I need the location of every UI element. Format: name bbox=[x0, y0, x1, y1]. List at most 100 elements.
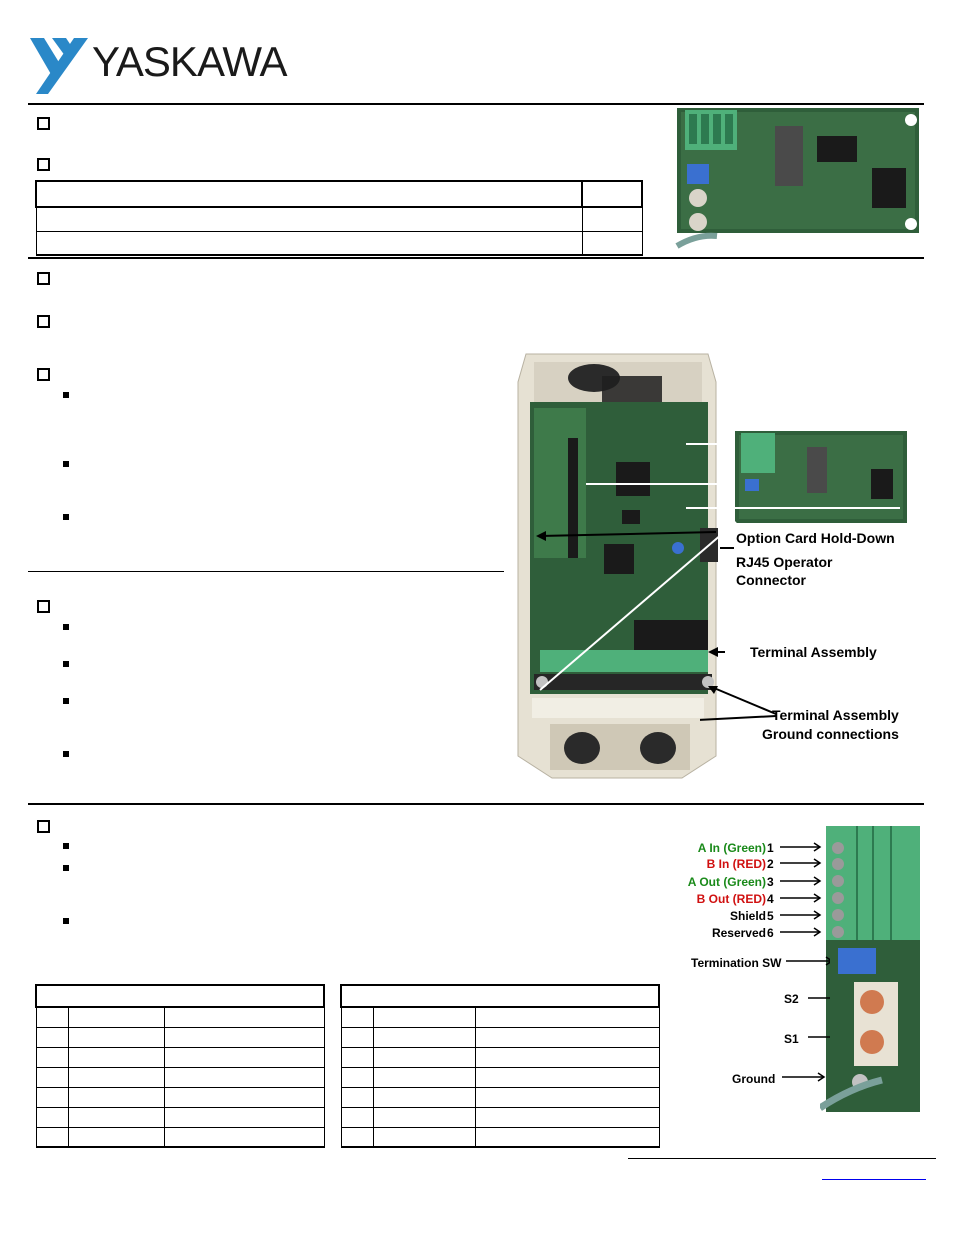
terminal-number-6: 6 bbox=[767, 926, 774, 940]
bullet-icon bbox=[63, 461, 69, 467]
table-cell bbox=[474, 1106, 660, 1128]
checkbox-icon bbox=[37, 158, 50, 171]
yaskawa-logo: YASKAWA bbox=[30, 36, 320, 94]
table-header-cell bbox=[34, 180, 584, 208]
table-cell bbox=[67, 1026, 165, 1048]
section-rule bbox=[28, 803, 924, 805]
table-cell bbox=[67, 1106, 165, 1128]
table-row bbox=[340, 1066, 660, 1088]
bullet-icon bbox=[63, 918, 69, 924]
table-cell bbox=[474, 1046, 660, 1068]
table-cell bbox=[35, 1066, 69, 1088]
switch-table-right bbox=[340, 984, 660, 1148]
bullet-icon bbox=[63, 661, 69, 667]
table-row bbox=[340, 1006, 660, 1028]
table-cell bbox=[372, 1106, 476, 1128]
table-row bbox=[35, 1006, 325, 1028]
table-cell bbox=[340, 1086, 374, 1108]
terminal-number-5: 5 bbox=[767, 909, 774, 923]
table-header-cell bbox=[163, 1006, 325, 1028]
table-cell bbox=[35, 230, 583, 256]
table-cell bbox=[340, 1026, 374, 1048]
table-cell bbox=[35, 1026, 69, 1048]
ground-callout-arrows bbox=[700, 686, 777, 721]
table-cell bbox=[35, 1106, 69, 1128]
bullet-icon bbox=[63, 624, 69, 630]
table-cell bbox=[372, 1066, 476, 1088]
callout-option-card-hold-down: Option Card Hold-Down bbox=[736, 530, 895, 546]
table-cell bbox=[340, 1066, 374, 1088]
option-card-photo bbox=[657, 106, 923, 256]
table-cell bbox=[67, 1126, 165, 1148]
table-row bbox=[340, 1126, 660, 1148]
checkbox-icon bbox=[37, 272, 50, 285]
table-row bbox=[34, 180, 643, 208]
terminal-number-2: 2 bbox=[767, 857, 774, 871]
terminal-label-a-out: A Out (Green) bbox=[687, 875, 766, 889]
table-cell bbox=[474, 1086, 660, 1108]
terminal-number-3: 3 bbox=[767, 875, 774, 889]
yaskawa-logo-text: YASKAWA bbox=[92, 38, 287, 85]
checkbox-icon bbox=[37, 368, 50, 381]
s1-label: S1 bbox=[784, 1032, 799, 1046]
table-row bbox=[35, 206, 643, 232]
table-row bbox=[340, 1046, 660, 1068]
bullet-icon bbox=[63, 865, 69, 871]
table-cell bbox=[474, 1066, 660, 1088]
checkbox-icon bbox=[37, 117, 50, 130]
table-row bbox=[35, 1066, 325, 1088]
table-row bbox=[340, 1106, 660, 1128]
terminal-number-4: 4 bbox=[767, 892, 774, 906]
table-header-cell bbox=[581, 180, 643, 208]
table-header-cell bbox=[372, 1006, 476, 1028]
table-header-cell bbox=[67, 1006, 165, 1028]
terminal-label-a-in: A In (Green) bbox=[697, 841, 766, 855]
table-cell bbox=[35, 1126, 69, 1148]
section-rule bbox=[28, 257, 924, 259]
table-cell bbox=[163, 1106, 325, 1128]
section-rule bbox=[28, 571, 504, 572]
table-row bbox=[35, 1126, 325, 1148]
checkbox-icon bbox=[37, 600, 50, 613]
terminal-label-reserved: Reserved bbox=[711, 926, 766, 940]
alignment-arrows bbox=[536, 443, 900, 691]
footer-link-underline[interactable] bbox=[822, 1179, 926, 1180]
s2-label: S2 bbox=[784, 992, 799, 1006]
table-title-cell bbox=[340, 984, 660, 1008]
table-cell bbox=[340, 1046, 374, 1068]
table-cell bbox=[67, 1046, 165, 1068]
table-header-cell bbox=[474, 1006, 660, 1028]
terminal-number-1: 1 bbox=[767, 841, 774, 855]
table-row bbox=[35, 1026, 325, 1048]
drive-photo bbox=[512, 352, 720, 780]
table-row bbox=[340, 1026, 660, 1048]
table-row bbox=[35, 230, 643, 256]
table-cell bbox=[581, 230, 643, 256]
callout-terminal-assembly: Terminal Assembly bbox=[750, 644, 877, 660]
callout-rj45-line2: Connector bbox=[736, 572, 806, 588]
terminal-arrows bbox=[780, 842, 830, 1082]
footer-rule bbox=[628, 1158, 936, 1159]
header-rule bbox=[28, 103, 924, 105]
termination-sw-label: Termination SW bbox=[691, 956, 782, 970]
table-cell bbox=[340, 1106, 374, 1128]
checkbox-icon bbox=[37, 315, 50, 328]
callout-ground-line2: Ground connections bbox=[762, 726, 899, 742]
terminal-closeup-photo bbox=[820, 826, 922, 1112]
bullet-icon bbox=[63, 514, 69, 520]
table-cell bbox=[372, 1046, 476, 1068]
table-row bbox=[35, 1086, 325, 1108]
bullet-icon bbox=[63, 698, 69, 704]
ground-label: Ground bbox=[732, 1072, 776, 1086]
table-cell bbox=[163, 1026, 325, 1048]
table-row bbox=[35, 1046, 325, 1068]
checkbox-icon bbox=[37, 820, 50, 833]
table-cell bbox=[474, 1026, 660, 1048]
table-cell bbox=[340, 1126, 374, 1148]
table-cell bbox=[372, 1126, 476, 1148]
table-row bbox=[35, 1106, 325, 1128]
table-cell bbox=[163, 1126, 325, 1148]
table-row bbox=[340, 1086, 660, 1108]
table-cell bbox=[35, 1086, 69, 1108]
table-cell bbox=[35, 206, 583, 232]
